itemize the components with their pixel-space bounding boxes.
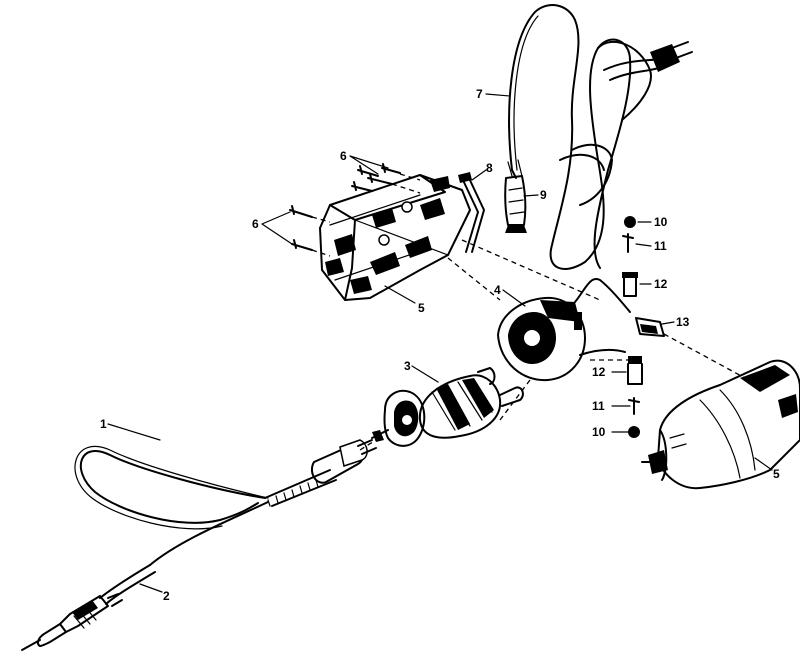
- motor-housing: [641, 359, 800, 490]
- terminal-connector: [635, 317, 665, 337]
- screws-upper: [351, 163, 421, 194]
- power-cord: [507, 4, 693, 270]
- callout-12-lower: 12: [592, 365, 606, 379]
- callout-11-lower: 11: [592, 399, 605, 413]
- callout-6-lower: 6: [252, 217, 259, 231]
- callout-12-upper: 12: [654, 277, 668, 291]
- callout-11-upper: 11: [654, 239, 667, 253]
- switch-bracket: [458, 172, 485, 253]
- callout-1: 1: [100, 417, 107, 431]
- screws-lower: [289, 205, 331, 257]
- callout-10-lower: 10: [592, 425, 606, 439]
- callout-5-housing: 5: [418, 301, 425, 315]
- callout-9: 9: [540, 188, 547, 202]
- armature: [371, 367, 524, 447]
- callout-8: 8: [486, 161, 493, 175]
- assembly-lines: [359, 239, 746, 451]
- cord-strain-relief: [504, 175, 527, 233]
- handpiece: [21, 593, 123, 651]
- callout-5-motor: 5: [773, 467, 780, 481]
- callout-7: 7: [476, 87, 483, 101]
- callout-4: 4: [494, 283, 501, 297]
- callout-2: 2: [163, 589, 170, 603]
- callout-10-upper: 10: [654, 215, 668, 229]
- brush-set-upper: [622, 216, 638, 297]
- callout-3: 3: [404, 359, 411, 373]
- callout-6-upper: 6: [340, 149, 347, 163]
- flexible-shaft: [74, 439, 377, 605]
- field-stator-assembly: [497, 278, 631, 382]
- brush-set-lower: [627, 356, 643, 438]
- housing-half: [319, 174, 471, 301]
- callout-13: 13: [676, 315, 690, 329]
- callout-labels: 1 2 3 4 5 5 6 6 7 8 9 10 11 12 13 10 11 …: [100, 87, 780, 603]
- leader-lines: [107, 93, 773, 593]
